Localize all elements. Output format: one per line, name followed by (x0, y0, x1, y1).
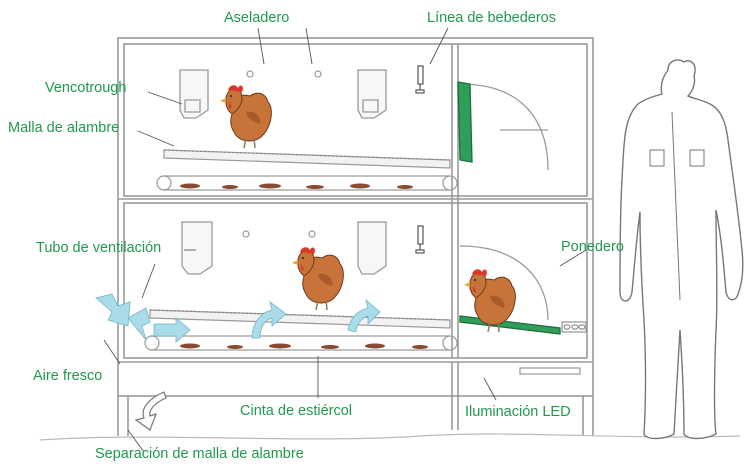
lower-tier (144, 309, 458, 351)
label-cinta-de-estiercol: Cinta de estiércol (240, 403, 353, 419)
label-aire-fresco: Aire fresco (33, 368, 103, 384)
label-tubo-de-ventilacion: Tubo de ventilación (36, 240, 162, 256)
label-aseladero: Aseladero (224, 10, 290, 26)
label-separacion-malla: Separación de malla de alambre (95, 446, 304, 462)
label-linea-de-bebederos: Línea de bebederos (427, 10, 556, 26)
label-vencotrough: Vencotrough (45, 80, 127, 96)
upper-tier (156, 149, 458, 191)
led-lighting-fixture (519, 367, 581, 375)
upper-vencotroughs (179, 69, 387, 119)
hen-icon (219, 84, 273, 149)
drinker-icon (415, 65, 425, 254)
label-ponedero: Ponedero (561, 239, 624, 255)
leader-lines (103, 27, 587, 453)
person-figure (619, 59, 744, 440)
upper-nest (457, 81, 549, 171)
ground-line (39, 433, 741, 441)
lower-vencotroughs (181, 221, 387, 275)
label-malla-de-alambre: Malla de alambre (8, 120, 120, 136)
air-flow-arrow-icon (95, 293, 381, 431)
aviary-frame (117, 37, 594, 436)
hen-icon (291, 246, 345, 311)
lower-manure (180, 343, 428, 349)
upper-manure (180, 183, 413, 189)
label-iluminacion-led: Iluminación LED (465, 404, 571, 420)
perch-markers (242, 70, 322, 238)
